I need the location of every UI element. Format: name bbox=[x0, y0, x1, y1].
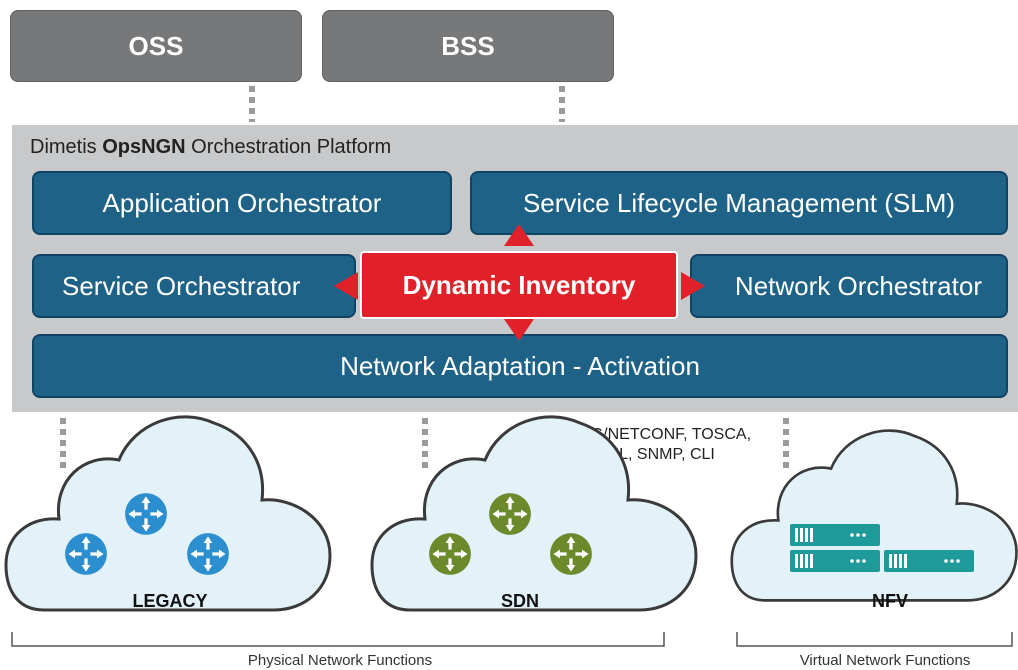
nfv-server-icon bbox=[790, 524, 880, 546]
bss-box: BSS bbox=[322, 10, 614, 82]
oss-label: OSS bbox=[128, 30, 184, 61]
application-orchestrator-box: Application Orchestrator bbox=[32, 171, 452, 235]
nfv-server-icon bbox=[884, 550, 974, 572]
sdn-cloud bbox=[370, 415, 698, 612]
nfv-label: NFV bbox=[872, 591, 908, 611]
legacy-connector bbox=[60, 418, 66, 470]
physical-bracket bbox=[11, 632, 665, 647]
virtual-functions-label: Virtual Network Functions bbox=[799, 652, 971, 669]
arrow-right-icon bbox=[681, 272, 705, 300]
legacy-router-icon bbox=[125, 493, 167, 535]
platform-brand: OpsNGN bbox=[102, 136, 186, 158]
bss-label: BSS bbox=[441, 30, 495, 61]
legacy-label: LEGACY bbox=[132, 591, 208, 611]
arrow-left-icon bbox=[334, 272, 358, 300]
dynamic-inventory-box: Dynamic Inventory bbox=[360, 251, 678, 319]
network-adaptation-box: Network Adaptation - Activation bbox=[32, 334, 1008, 398]
nfv-connector bbox=[783, 418, 789, 470]
oss-connector bbox=[249, 86, 255, 122]
network-orchestrator-box: Network Orchestrator bbox=[690, 254, 1008, 318]
oss-box: OSS bbox=[10, 10, 302, 82]
platform-title: Dimetis OpsNGN Orchestration Platform bbox=[30, 136, 392, 158]
bss-connector bbox=[559, 86, 565, 122]
sdn-router-icon bbox=[489, 493, 531, 535]
service-orchestrator-box: Service Orchestrator bbox=[32, 254, 356, 318]
legacy-router-icon bbox=[65, 533, 107, 575]
legacy-router-icon bbox=[187, 533, 229, 575]
nfv-server-icon bbox=[790, 550, 880, 572]
virtual-bracket bbox=[736, 632, 1013, 647]
sdn-router-icon bbox=[429, 533, 471, 575]
sdn-router-icon bbox=[550, 533, 592, 575]
slm-box: Service Lifecycle Management (SLM) bbox=[470, 171, 1008, 235]
legacy-cloud bbox=[4, 415, 332, 612]
nfv-cloud bbox=[730, 429, 1018, 602]
sdn-connector bbox=[422, 418, 428, 470]
sdn-label: SDN bbox=[500, 591, 539, 611]
arrow-down-icon bbox=[504, 319, 534, 341]
physical-functions-label: Physical Network Functions bbox=[247, 652, 433, 669]
arrow-up-icon bbox=[504, 224, 534, 246]
